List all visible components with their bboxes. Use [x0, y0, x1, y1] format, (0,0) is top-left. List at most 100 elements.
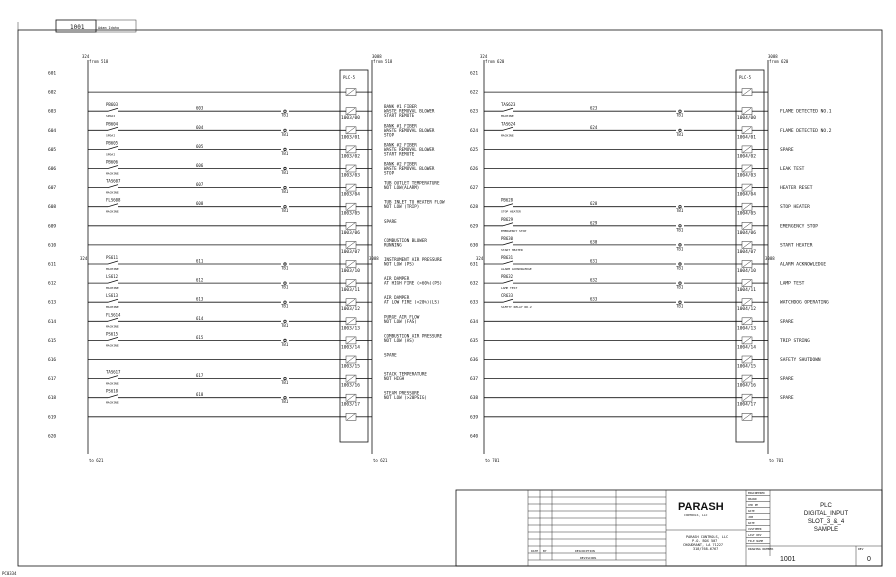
rung-number: 624 — [470, 128, 478, 134]
device-location: MACHINE — [106, 191, 119, 195]
contact-symbol — [502, 203, 514, 208]
terminal-strip: TB1 — [281, 342, 289, 347]
rung-description: BANK #2 FIBER — [384, 162, 417, 167]
device-tag: FLS608 — [106, 198, 121, 203]
rung-description: SPARE — [780, 376, 794, 382]
company-logo-sub: CONTROLS, LLC — [684, 513, 708, 517]
io-address: 1003/01 — [341, 134, 360, 140]
right-rung-640: 640 — [470, 433, 478, 439]
title-side-label: CHK PE — [748, 503, 758, 507]
wire-number: 607 — [196, 182, 204, 187]
wire-number: 603 — [196, 106, 204, 111]
io-address: 1004/02 — [737, 153, 756, 159]
io-address: 1003/03 — [341, 173, 360, 179]
header-sheet-no: 1001 — [70, 24, 85, 31]
left-bottom-r: to 621 — [373, 458, 388, 463]
device-location: MACHINE — [106, 305, 119, 309]
io-terminal-slash — [742, 375, 752, 382]
rung-description: WASTE REMOVAL BLOWER — [384, 147, 435, 152]
right-rung-637: 637 1004/16 SPARE — [470, 374, 794, 389]
rung-description: BANK #1 FIBER — [384, 104, 417, 109]
rung-description: WASTE REMOVAL BLOWER — [384, 109, 435, 114]
left-rail-top-label: from 518 — [89, 59, 109, 64]
io-terminal-slash — [346, 107, 356, 115]
right-bottom-r: to 701 — [769, 458, 784, 463]
rev-by-label: BY — [543, 549, 547, 553]
io-terminal-slash — [742, 165, 752, 172]
rung-number: 630 — [470, 242, 478, 248]
io-terminal-slash — [742, 241, 752, 249]
rung-description: WATCHDOG OPERATING — [780, 300, 829, 306]
wire-number: 629 — [590, 220, 598, 225]
rung-number: 610 — [48, 242, 56, 248]
footer-id: PC0334 — [2, 571, 17, 576]
io-terminal-slash — [346, 394, 356, 401]
company-addr1: PARASH CONTROLS, LLC — [686, 535, 728, 539]
left-ladder: 324 from 518 3088 from 518 324 3088 to 6… — [48, 54, 445, 463]
io-address: 1003/15 — [341, 364, 360, 370]
io-terminal-slash — [742, 88, 752, 96]
rung-description: BANK #2 FIBER — [384, 142, 417, 147]
rung-number: 623 — [470, 109, 478, 115]
io-terminal-slash — [346, 165, 356, 172]
contact-symbol — [107, 203, 119, 208]
terminal-point — [283, 109, 287, 113]
device-location: MACHINE — [106, 286, 119, 290]
right-plc-module — [735, 69, 765, 443]
io-address: 1004/16 — [737, 383, 756, 389]
io-terminal-slash — [346, 127, 356, 134]
rung-description: AT LOW FIRE (<20%)(LS) — [384, 300, 439, 305]
io-terminal-slash — [742, 318, 752, 325]
device-tag: LS613 — [106, 293, 119, 298]
wire-number: 606 — [196, 163, 204, 168]
company-addr2: P.O. BOX 507 — [692, 539, 717, 543]
device-tag: TAS617 — [106, 370, 121, 375]
io-address: 1004/00 — [737, 115, 756, 121]
wire-number: 615 — [196, 335, 204, 340]
device-location: MACHINE — [106, 324, 119, 328]
rung-description: START HEATER — [780, 242, 813, 248]
rung-number: 603 — [48, 109, 56, 115]
rung-description: STOP — [384, 132, 395, 137]
terminal-strip: TB1 — [676, 266, 684, 271]
device-location: SPDAI — [106, 114, 115, 118]
dwg-no-label: DRAWING NUMBER — [748, 547, 773, 551]
rung-description: SPARE — [780, 147, 794, 153]
rung-number: 619 — [48, 414, 56, 420]
right-module-label: PLC-5 — [739, 75, 752, 80]
rung-description: NOT LOW (AS) — [384, 338, 414, 343]
left-plc-module — [339, 69, 369, 443]
contact-symbol — [502, 222, 514, 227]
device-tag: PB632 — [501, 274, 514, 279]
rung-description: STEAM PRESSURE — [384, 391, 420, 396]
rung-number: 626 — [470, 166, 478, 172]
rung-number: 615 — [48, 338, 56, 344]
device-tag: PB605 — [106, 140, 119, 145]
device-tag: TAS623 — [501, 102, 516, 107]
io-terminal-slash — [742, 394, 752, 401]
device-location: MACHINE — [106, 172, 119, 176]
rung-description: STOP HEATER — [780, 204, 810, 210]
contact-symbol — [502, 107, 514, 112]
terminal-point — [283, 205, 287, 209]
io-terminal-slash — [742, 146, 752, 153]
rung-number: 637 — [470, 376, 478, 382]
device-tag: PB628 — [501, 198, 514, 203]
rung-number: 634 — [470, 319, 478, 325]
right-mid-num-l: 324 — [476, 256, 484, 261]
terminal-point — [283, 128, 287, 132]
rung-description: SPARE — [384, 219, 397, 224]
io-terminal-slash — [346, 299, 356, 306]
rung-number: 632 — [470, 281, 478, 287]
left-mid-num-l: 324 — [80, 256, 88, 261]
drawing-number: 1001 — [780, 556, 796, 563]
right-rail-right-label: from 620 — [769, 59, 789, 64]
rung-description: STOP — [384, 171, 395, 176]
device-tag: PB606 — [106, 160, 119, 165]
io-terminal-slash — [346, 413, 356, 420]
terminal-strip: TB1 — [281, 399, 289, 404]
